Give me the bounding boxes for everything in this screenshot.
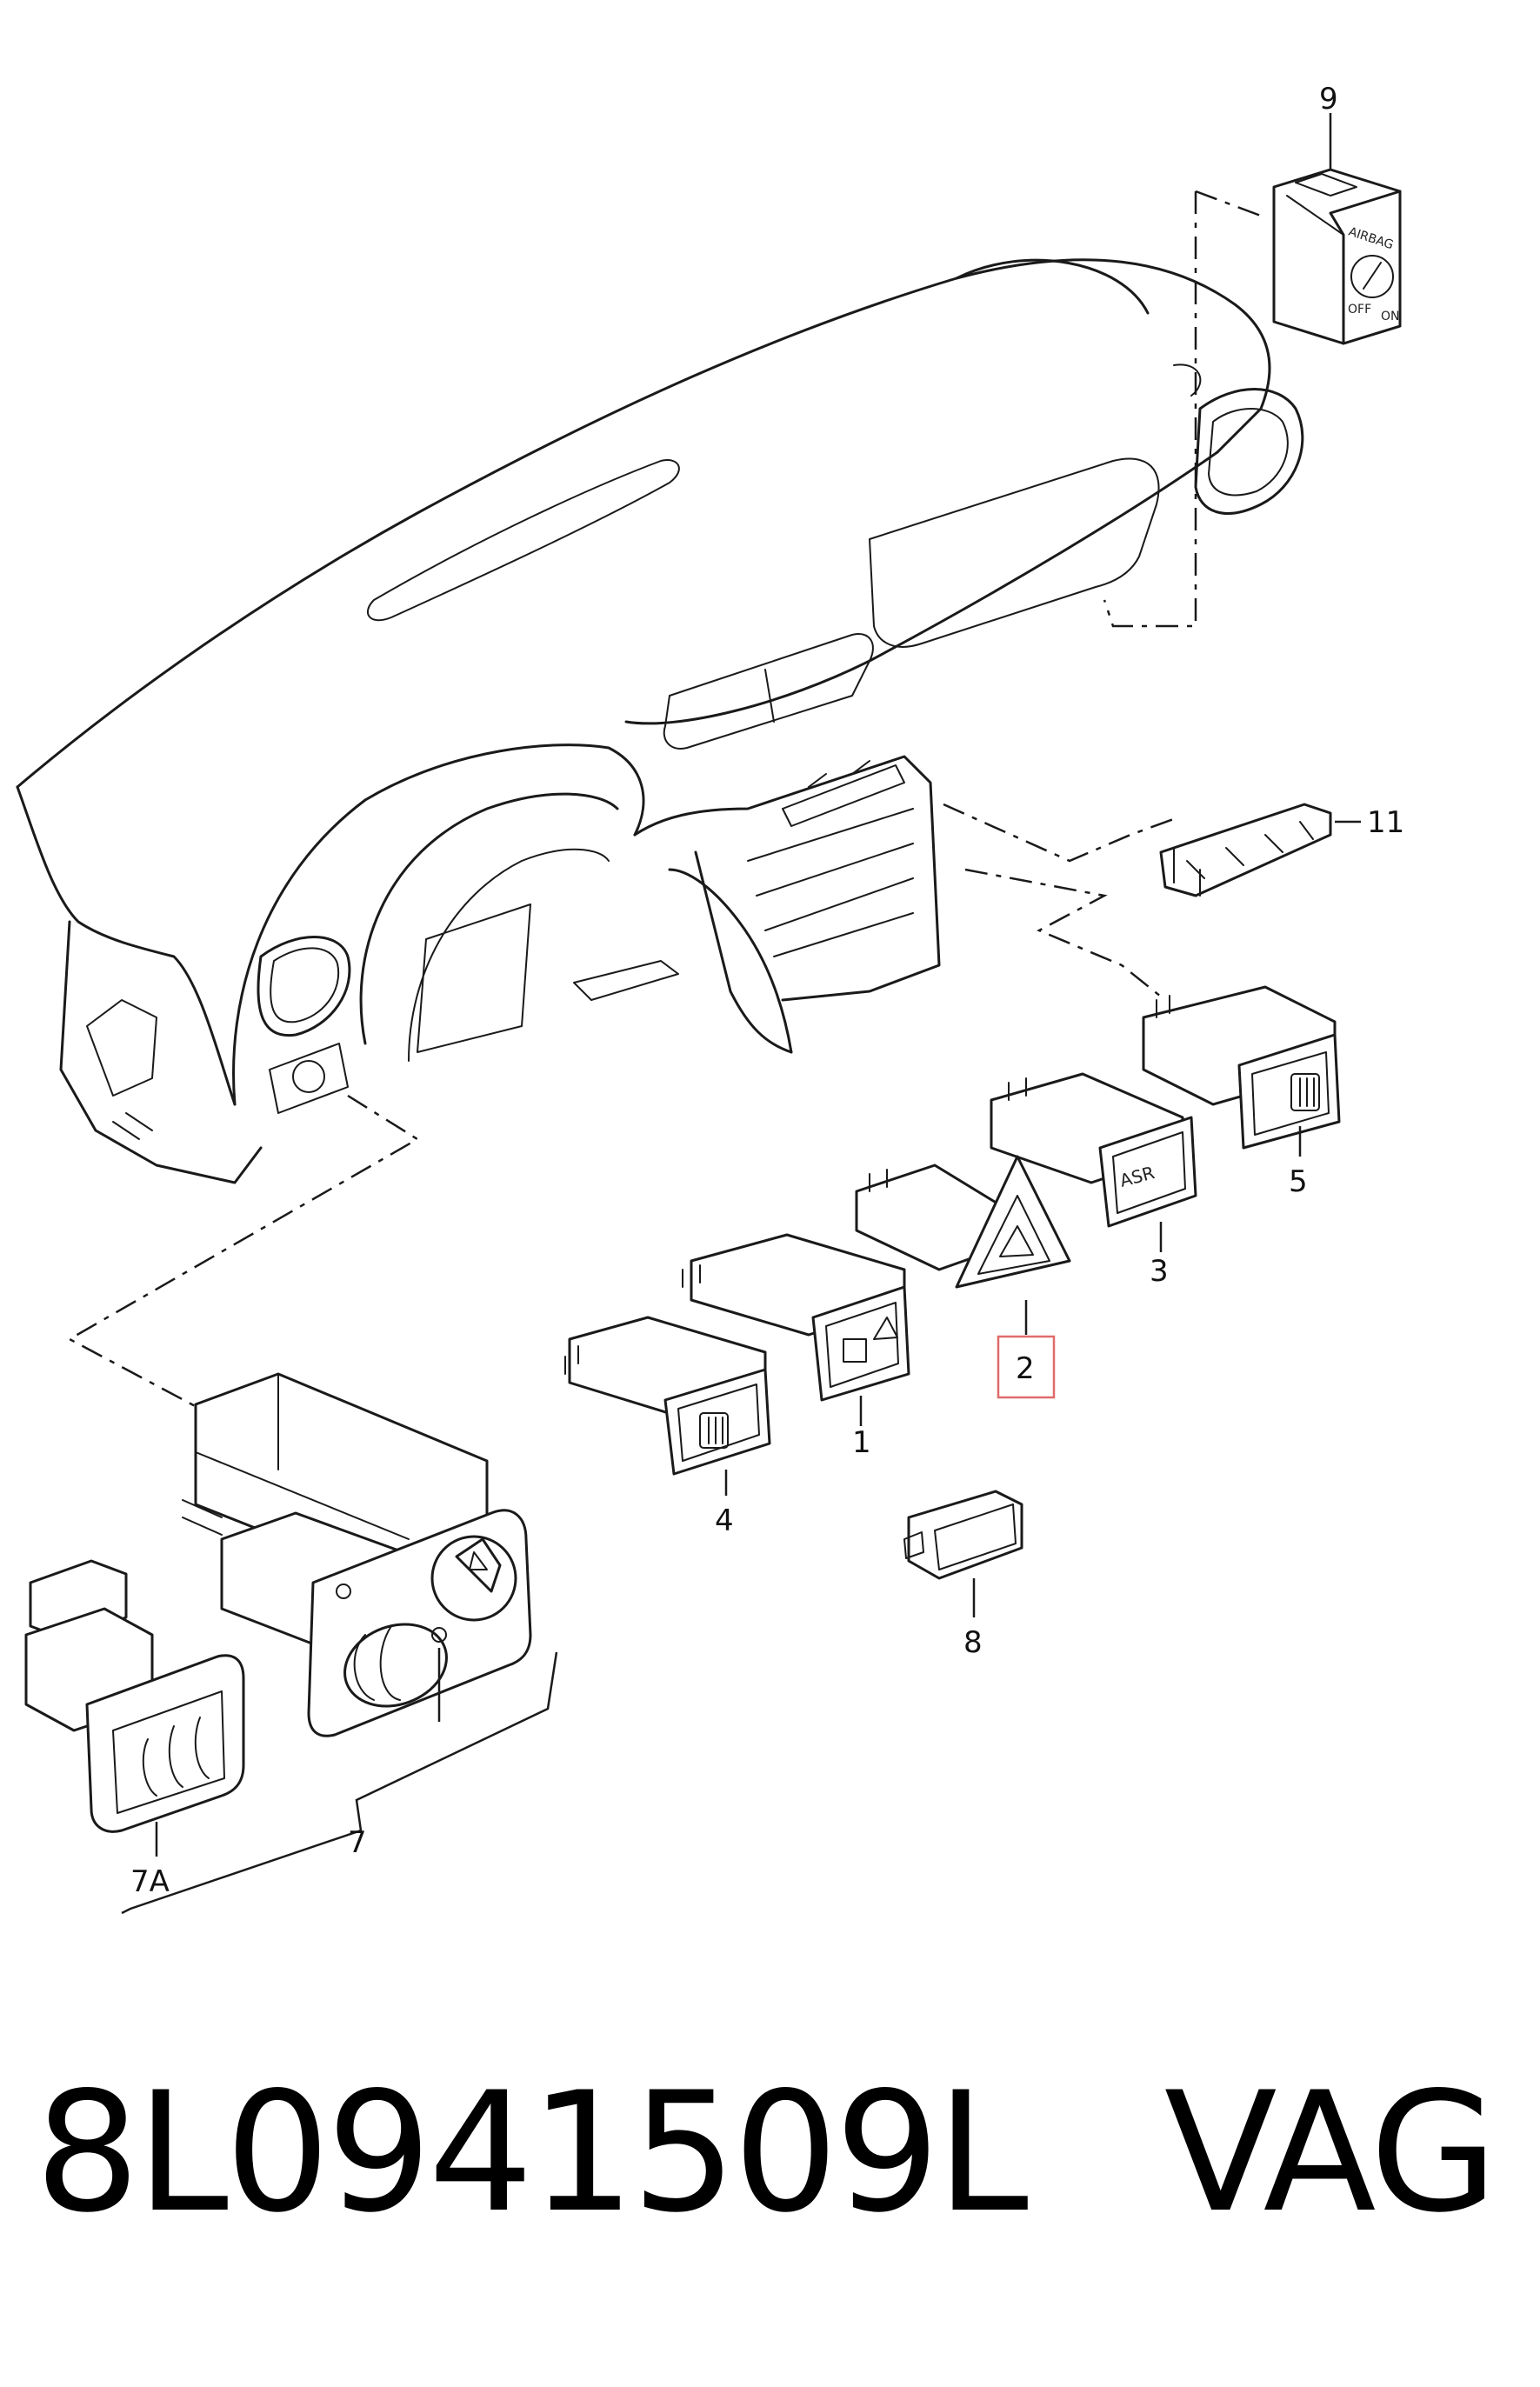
callout-2: 2 [1016, 1351, 1035, 1386]
highlight-box [997, 1335, 1056, 1399]
callout-9: 9 [1319, 82, 1338, 117]
callout-1: 1 [852, 1425, 871, 1460]
callout-labels: 9 11 5 3 2 1 4 8 7 7A [130, 82, 1404, 1899]
on-label: ON [1381, 310, 1400, 323]
callout-5: 5 [1289, 1164, 1308, 1199]
callout-7a: 7A [130, 1864, 170, 1899]
part-3-asr-switch: ASR [990, 1072, 1197, 1228]
callout-4: 4 [715, 1504, 734, 1538]
callout-3: 3 [1150, 1254, 1169, 1289]
callout-leaders [121, 113, 1361, 1915]
part-4-switch [564, 1316, 771, 1476]
brand: VAG [1163, 2056, 1498, 2249]
callout-7: 7 [348, 1825, 367, 1860]
part-2-hazard-switch [855, 1155, 1071, 1289]
callout-8: 8 [963, 1625, 983, 1660]
dashboard-outline [16, 258, 1304, 1184]
callout-11: 11 [1367, 805, 1404, 840]
off-label: OFF [1348, 303, 1371, 317]
part-number: 8L0941509L [35, 2056, 1029, 2249]
assembly-leader-lines [67, 190, 1266, 1410]
part-7-light-switch [182, 1372, 532, 1737]
part-9-airbag-switch: AIRBAG OFF ON [1272, 168, 1402, 345]
part-11-bracket [1159, 803, 1332, 897]
part-5-switch [1142, 985, 1341, 1150]
part-8-blank-cover [903, 1490, 1023, 1580]
part-1-switch [682, 1233, 910, 1402]
part-7a-dimmer [24, 1559, 245, 1833]
caption: 8L0941509L VAG [35, 2052, 1513, 2252]
